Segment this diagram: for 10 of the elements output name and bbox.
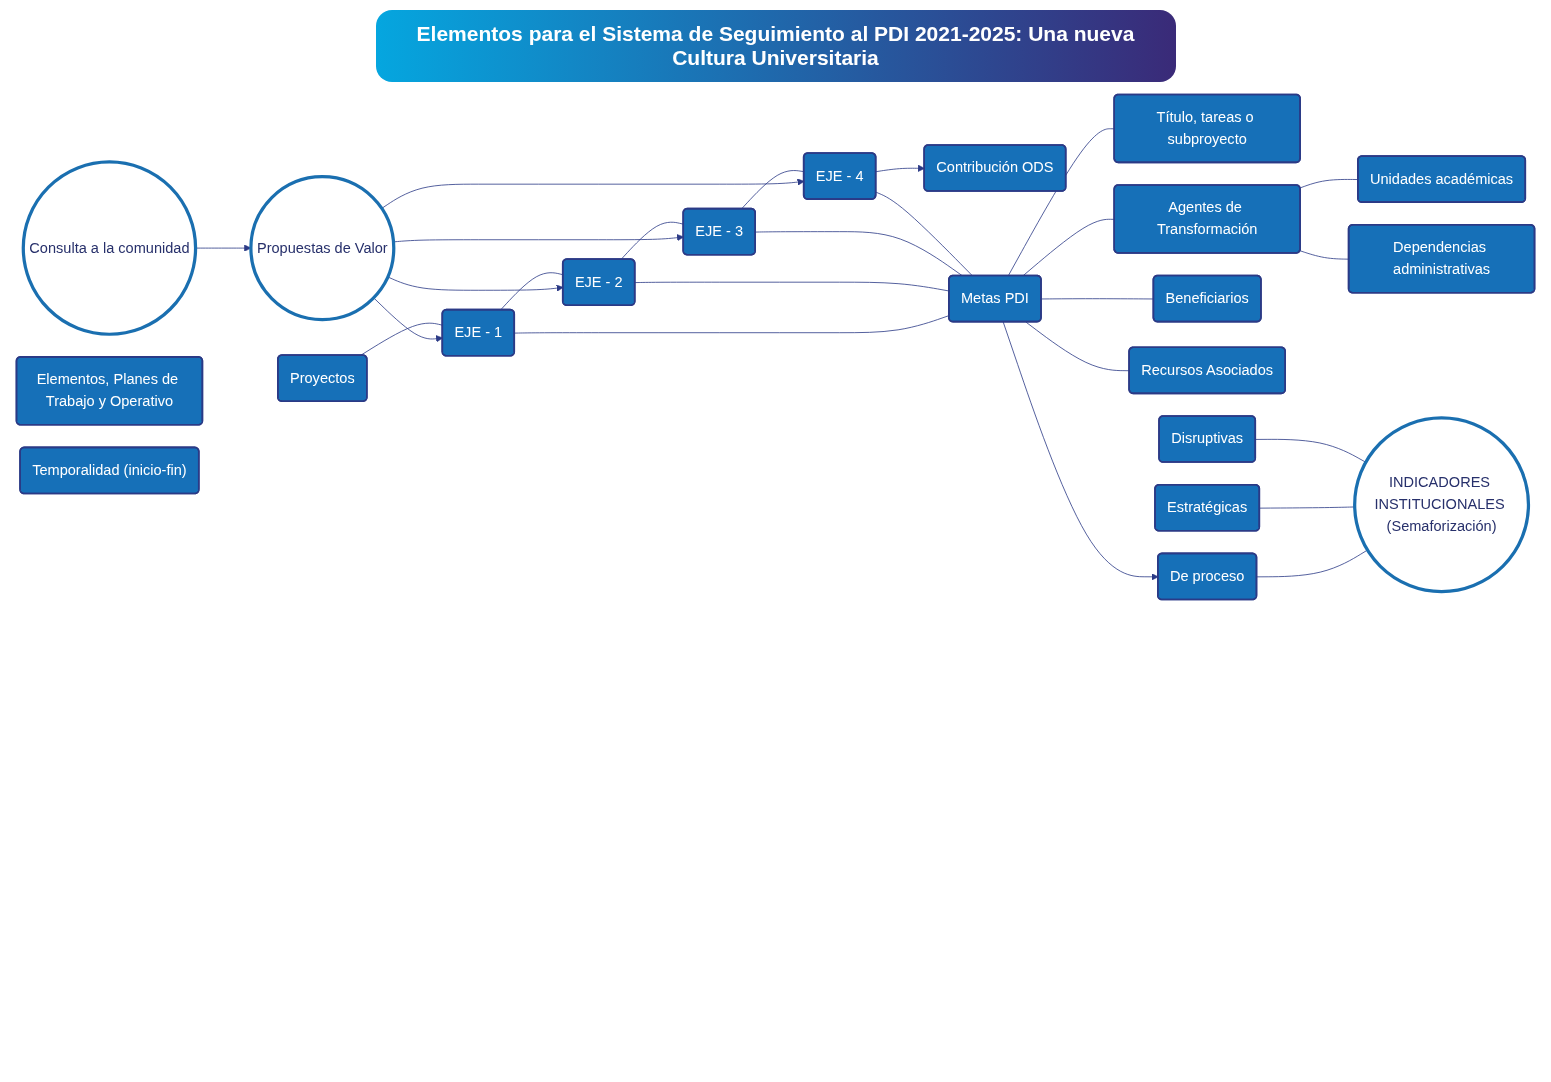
node-circle: Propuestas de Valor	[249, 175, 396, 322]
connector	[875, 191, 973, 277]
connector	[1022, 218, 1115, 277]
connector	[1007, 128, 1115, 277]
connector	[755, 231, 964, 277]
title-banner: Elementos para el Sistema de Seguimiento al PDI 2021-2025: Una nueva Cultura Universitaria	[375, 10, 1176, 82]
connector	[1256, 549, 1368, 578]
node-circle: Consulta a la comunidad	[21, 160, 198, 336]
connector	[1025, 321, 1130, 372]
node-circle: INDICADORES INSTITUCIONALES (Semaforización)	[1353, 416, 1531, 594]
